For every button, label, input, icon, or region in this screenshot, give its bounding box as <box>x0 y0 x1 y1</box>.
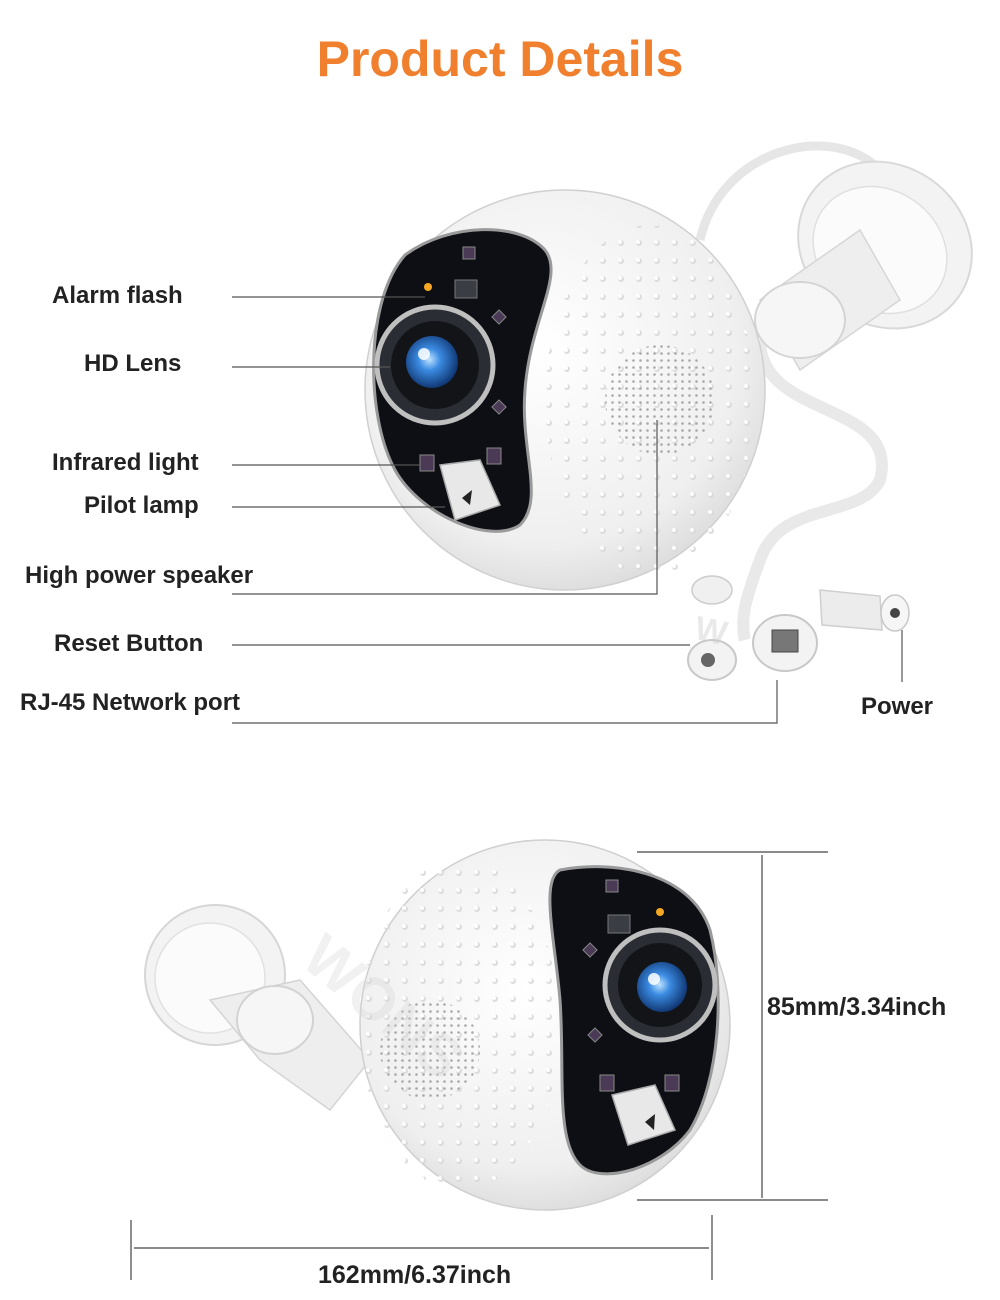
dimension-height-label: 85mm/3.34inch <box>767 993 947 1021</box>
callout-reset-button: Reset Button <box>54 630 204 657</box>
callout-pilot-lamp: Pilot lamp <box>84 492 199 519</box>
callout-alarm-flash: Alarm flash <box>52 282 183 309</box>
callout-lines <box>232 296 903 724</box>
callout-rj45-network-port: RJ-45 Network port <box>20 689 241 716</box>
dimension-lines <box>130 851 828 1280</box>
callout-hd-lens: HD Lens <box>84 350 182 377</box>
callout-high-power-speaker: High power speaker <box>25 562 254 589</box>
callout-infrared-light: Infrared light <box>52 449 199 476</box>
page-title: Product Details <box>316 31 684 87</box>
camera-front-view: W <box>364 141 973 681</box>
dimension-width-label: 162mm/6.37inch <box>318 1261 512 1289</box>
callout-power: Power <box>861 693 934 720</box>
camera-side-view: WONS <box>144 839 731 1211</box>
